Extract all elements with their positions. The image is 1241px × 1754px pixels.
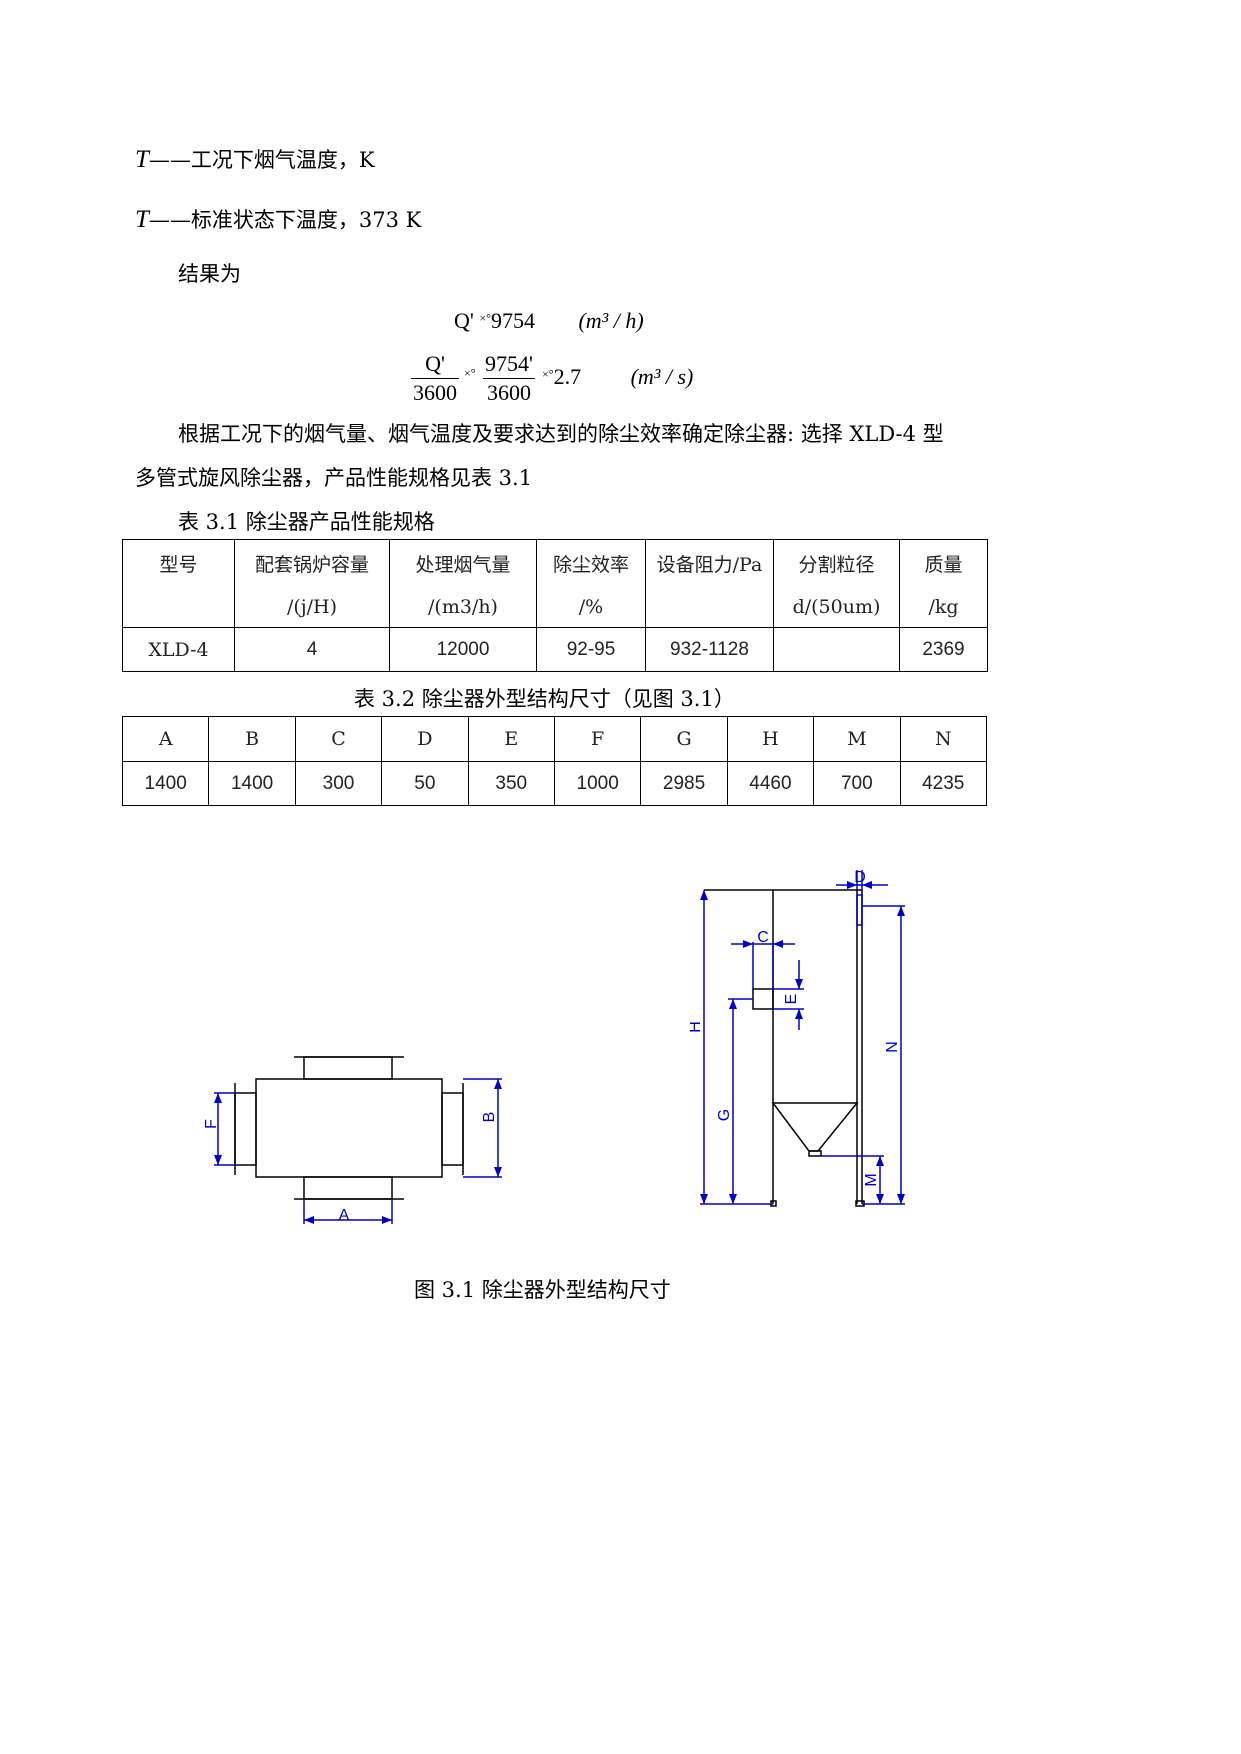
- figure-caption: 图 3.1 除尘器外型结构尺寸: [414, 1278, 671, 1302]
- header-cell: H: [726, 716, 815, 762]
- table-cell: 350: [467, 761, 555, 806]
- formula-1: Q' ×°9754 (m³ / h): [454, 308, 644, 334]
- fraction-denominator: 3600: [487, 380, 531, 405]
- formula-op: ×°: [464, 366, 476, 380]
- header-cell: C: [294, 716, 383, 762]
- header-cell: 设备阻力/Pa: [645, 539, 774, 628]
- header-cell: 配套锅炉容量/(j/H): [234, 539, 390, 628]
- table-row: XLD-4 4 12000 92-95 932-1128 2369: [122, 627, 988, 672]
- plan-view-drawing: A B F: [203, 1056, 502, 1224]
- table-cell: 932-1128: [645, 627, 774, 672]
- paragraph-line-1: 根据工况下的烟气量、烟气温度及要求达到的除尘效率确定除尘器: 选择 XLD-4 …: [178, 422, 944, 446]
- header-cell: M: [813, 716, 901, 762]
- fraction-1: Q' 3600: [411, 351, 459, 406]
- dim-label-H: H: [690, 1021, 704, 1033]
- dim-label-N: N: [884, 1041, 901, 1053]
- symbol-T: T: [135, 146, 149, 173]
- spec-table: 型号 配套锅炉容量/(j/H) 处理烟气量/(m3/h) 除尘效率/% 设备阻力…: [122, 539, 988, 672]
- table-cell: 2985: [640, 761, 728, 806]
- table-cell: 92-95: [536, 627, 646, 672]
- table-cell: 1400: [208, 761, 296, 806]
- def-text: ——标准状态下温度，373 K: [148, 208, 422, 232]
- fraction-bar: [483, 378, 535, 379]
- header-cell: E: [467, 716, 555, 762]
- table-cell: 4: [234, 627, 390, 672]
- fraction-2: 9754' 3600: [483, 351, 535, 406]
- def-line-1: T——工况下烟气温度，K: [135, 144, 375, 174]
- formula-unit: (m³ / s): [630, 364, 694, 389]
- header-cell: G: [640, 716, 728, 762]
- dim-label-F: F: [203, 1119, 220, 1129]
- table-header-row: A B C D E F G H M N: [121, 716, 988, 762]
- paragraph-line-2: 多管式旋风除尘器，产品性能规格见表 3.1: [135, 466, 533, 490]
- dim-label-C: C: [757, 929, 769, 946]
- def-line-2: T——标准状态下温度，373 K: [135, 204, 421, 234]
- table-cell: XLD-4: [122, 627, 235, 672]
- fraction-bar: [411, 378, 459, 379]
- header-cell: D: [381, 716, 469, 762]
- formula-value: 2.7: [553, 364, 582, 389]
- formula-op: ×°: [479, 311, 491, 325]
- formula-lhs: Q': [454, 308, 474, 333]
- symbol-T: T: [135, 206, 149, 233]
- header-cell: 型号: [122, 539, 235, 628]
- formula-op: ×°: [542, 367, 554, 381]
- table-header-row: 型号 配套锅炉容量/(j/H) 处理烟气量/(m3/h) 除尘效率/% 设备阻力…: [122, 539, 988, 628]
- table-cell: 700: [813, 761, 901, 806]
- table-1-caption: 表 3.1 除尘器产品性能规格: [178, 510, 435, 534]
- dim-label-A: A: [339, 1207, 350, 1224]
- table-2-caption: 表 3.2 除尘器外型结构尺寸（见图 3.1）: [354, 687, 735, 711]
- header-cell: B: [208, 716, 296, 762]
- header-cell: 质量/kg: [899, 539, 988, 628]
- table-cell: 300: [294, 761, 383, 806]
- dim-label-B: B: [481, 1112, 498, 1123]
- formula-value: 9754: [490, 308, 535, 333]
- formula-result: ×°2.7 (m³ / s): [542, 364, 693, 390]
- dim-label-M: M: [863, 1173, 880, 1186]
- def-text: ——工况下烟气温度，K: [148, 148, 375, 172]
- table-row: 1400 1400 300 50 350 1000 2985 4460 700 …: [121, 761, 988, 806]
- result-label: 结果为: [178, 262, 241, 286]
- header-cell: 除尘效率/%: [536, 539, 646, 628]
- header-cell: A: [121, 716, 210, 762]
- formula-unit: (m³ / h): [578, 308, 644, 333]
- dim-label-D: D: [854, 869, 866, 886]
- fraction-numerator: 9754': [485, 351, 533, 376]
- table-cell: 12000: [389, 627, 537, 672]
- table-cell: 2369: [899, 627, 988, 672]
- dimension-table: A B C D E F G H M N 1400 1400 300 50 350…: [121, 716, 988, 806]
- dim-label-G: G: [716, 1109, 733, 1121]
- header-cell: N: [899, 716, 988, 762]
- table-cell: 4235: [899, 761, 988, 806]
- fraction-numerator: Q': [425, 351, 445, 376]
- side-view-drawing: H G N M E C D: [690, 869, 905, 1207]
- table-cell: 1000: [553, 761, 642, 806]
- table-cell: 4460: [726, 761, 815, 806]
- header-cell: F: [553, 716, 642, 762]
- table-cell: 50: [381, 761, 469, 806]
- dim-label-E: E: [783, 994, 800, 1005]
- header-cell: 处理烟气量/(m3/h): [389, 539, 537, 628]
- table-cell: [773, 627, 900, 672]
- table-cell: 1400: [121, 761, 210, 806]
- fraction-denominator: 3600: [413, 380, 457, 405]
